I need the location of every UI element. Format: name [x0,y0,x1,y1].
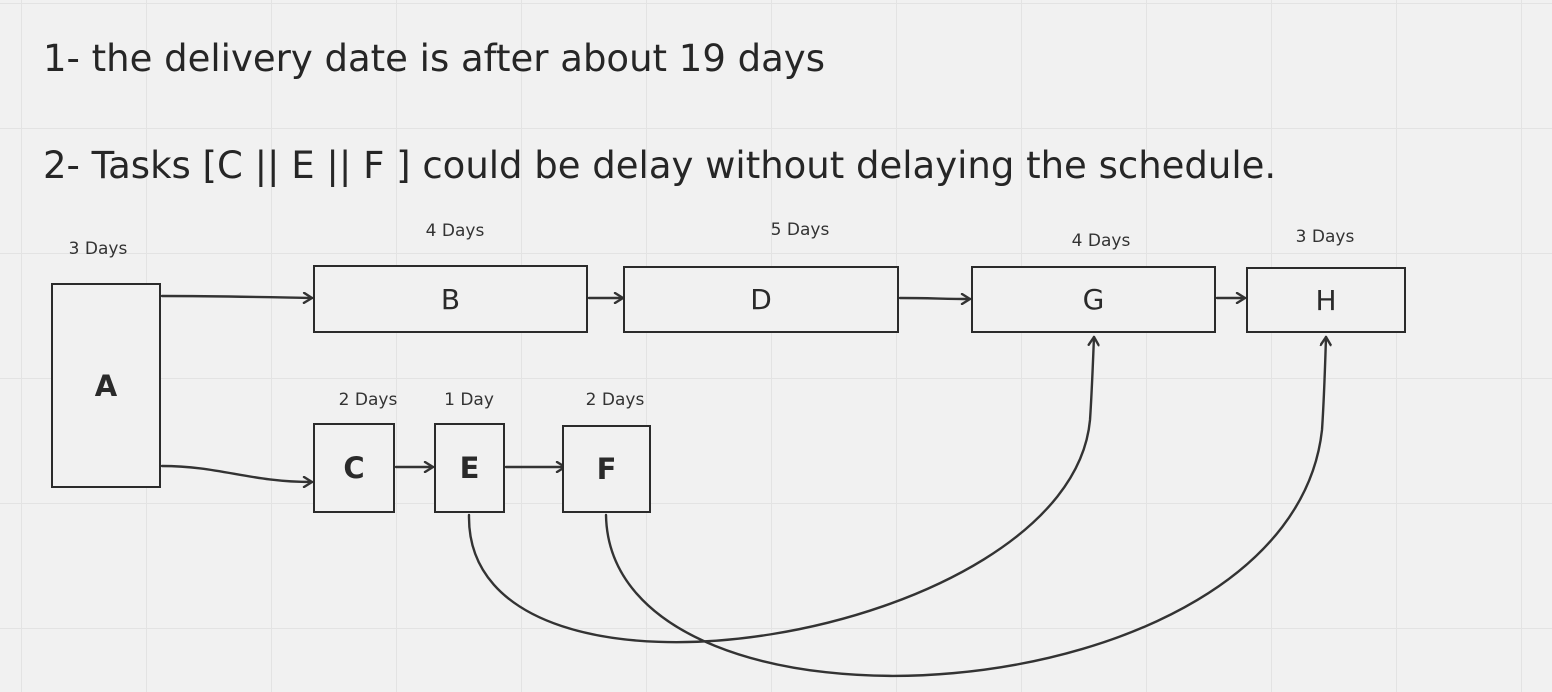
task-box-e[interactable]: E [434,423,505,513]
duration-label-g: 4 Days [1071,231,1131,251]
task-label-d: D [750,283,772,316]
duration-label-b: 4 Days [425,221,485,241]
arrow-d-to-g[interactable] [898,298,972,299]
task-box-d[interactable]: D [623,266,899,333]
note-float-tasks: 2- Tasks [C || E || F ] could be delay w… [43,144,1277,187]
duration-label-d: 5 Days [770,220,830,240]
task-label-e: E [459,451,480,485]
task-label-f: F [596,452,617,486]
duration-label-f: 2 Days [585,390,645,410]
task-label-a: A [94,368,118,403]
task-label-g: G [1082,283,1105,316]
arrow-f-to-h[interactable] [604,335,1326,677]
arrow-a-to-c[interactable] [160,464,314,482]
duration-label-h: 3 Days [1295,227,1355,247]
task-box-b[interactable]: B [313,265,588,333]
task-label-b: B [440,282,461,316]
duration-label-a: 3 Days [68,239,128,259]
duration-label-c: 2 Days [338,390,398,410]
task-box-c[interactable]: C [313,423,395,513]
task-box-h[interactable]: H [1246,267,1406,333]
task-label-c: C [343,451,365,485]
task-box-g[interactable]: G [971,266,1216,333]
task-box-a[interactable]: A [51,283,161,488]
note-delivery-date: 1- the delivery date is after about 19 d… [43,37,825,80]
arrow-a-to-b[interactable] [160,296,314,298]
duration-label-e: 1 Day [444,390,494,410]
task-label-h: H [1315,283,1337,317]
task-box-f[interactable]: F [562,425,651,513]
